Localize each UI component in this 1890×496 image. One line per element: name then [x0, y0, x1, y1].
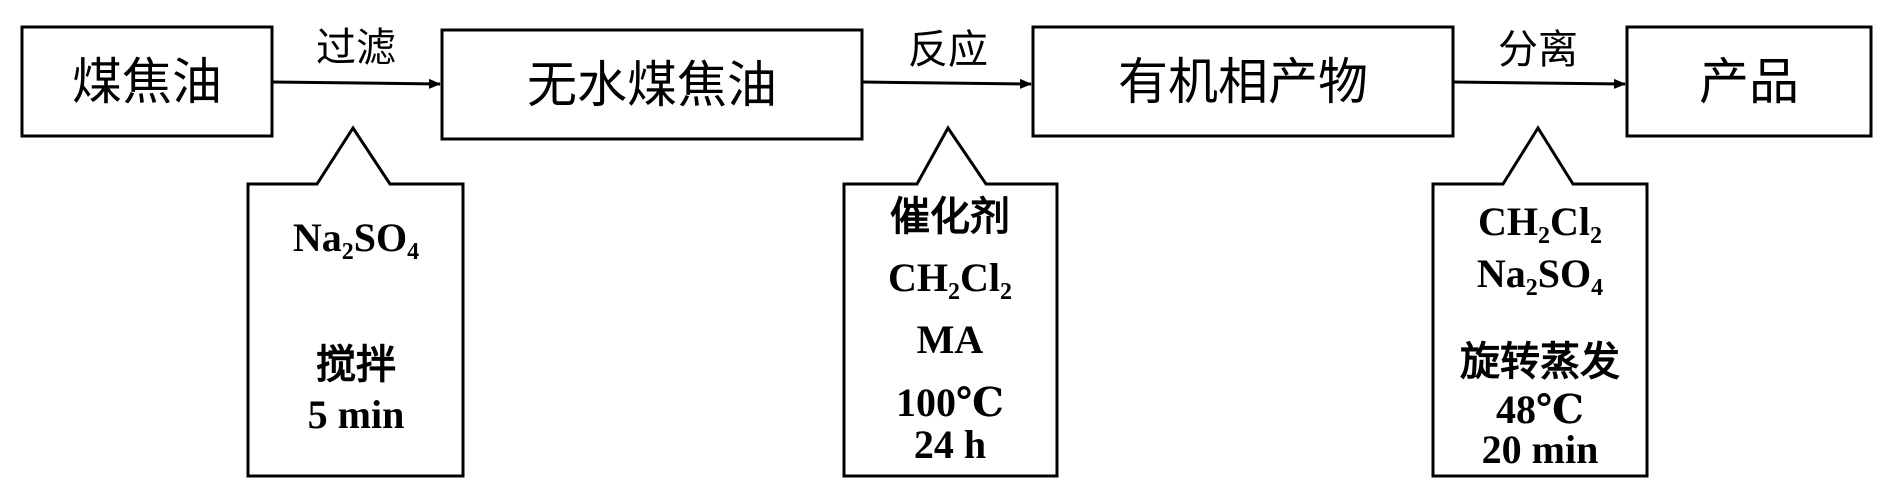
step-label-3: 有机相产物: [1118, 54, 1368, 110]
arrow-3: [1452, 78, 1626, 89]
callout-2-line-5: 24 h: [913, 422, 987, 467]
callout-box-1: [246, 125, 465, 478]
callout-1-formula: Na2SO4: [292, 215, 420, 265]
step-box-3: [1031, 25, 1455, 138]
callout-1-line-3: 5 min: [307, 392, 405, 437]
callout-3-line-5: 20 min: [1481, 427, 1599, 472]
callout-1-line-2: 搅拌: [316, 342, 396, 387]
callout-3-line-3: 旋转蒸发: [1460, 339, 1620, 384]
callout-3-formula-2: Na2SO4: [1476, 251, 1604, 301]
callout-box-2: [842, 125, 1059, 478]
arrow-2: [861, 78, 1032, 89]
step-box-2: [440, 28, 864, 141]
step-label-4: 产品: [1699, 54, 1799, 110]
step-box-4: [1625, 25, 1873, 138]
callout-box-3: [1431, 125, 1649, 478]
step-label-2: 无水煤焦油: [527, 57, 777, 113]
arrow-label-1: 过滤: [316, 25, 396, 70]
step-label-1: 煤焦油: [72, 54, 222, 110]
arrow-label-3: 分离: [1498, 27, 1578, 72]
callout-3-line-4: 48℃: [1496, 387, 1584, 432]
callout-2-line-3: MA: [916, 317, 984, 362]
callout-2-line-4: 100℃: [896, 380, 1004, 425]
arrow-label-2: 反应: [908, 27, 988, 72]
callout-3-formula-1: CH2Cl2: [1478, 199, 1602, 249]
arrow-1: [271, 78, 441, 89]
step-box-1: [20, 25, 274, 138]
callout-2-line-1: 催化剂: [890, 194, 1010, 239]
callout-2-formula: CH2Cl2: [888, 255, 1012, 305]
